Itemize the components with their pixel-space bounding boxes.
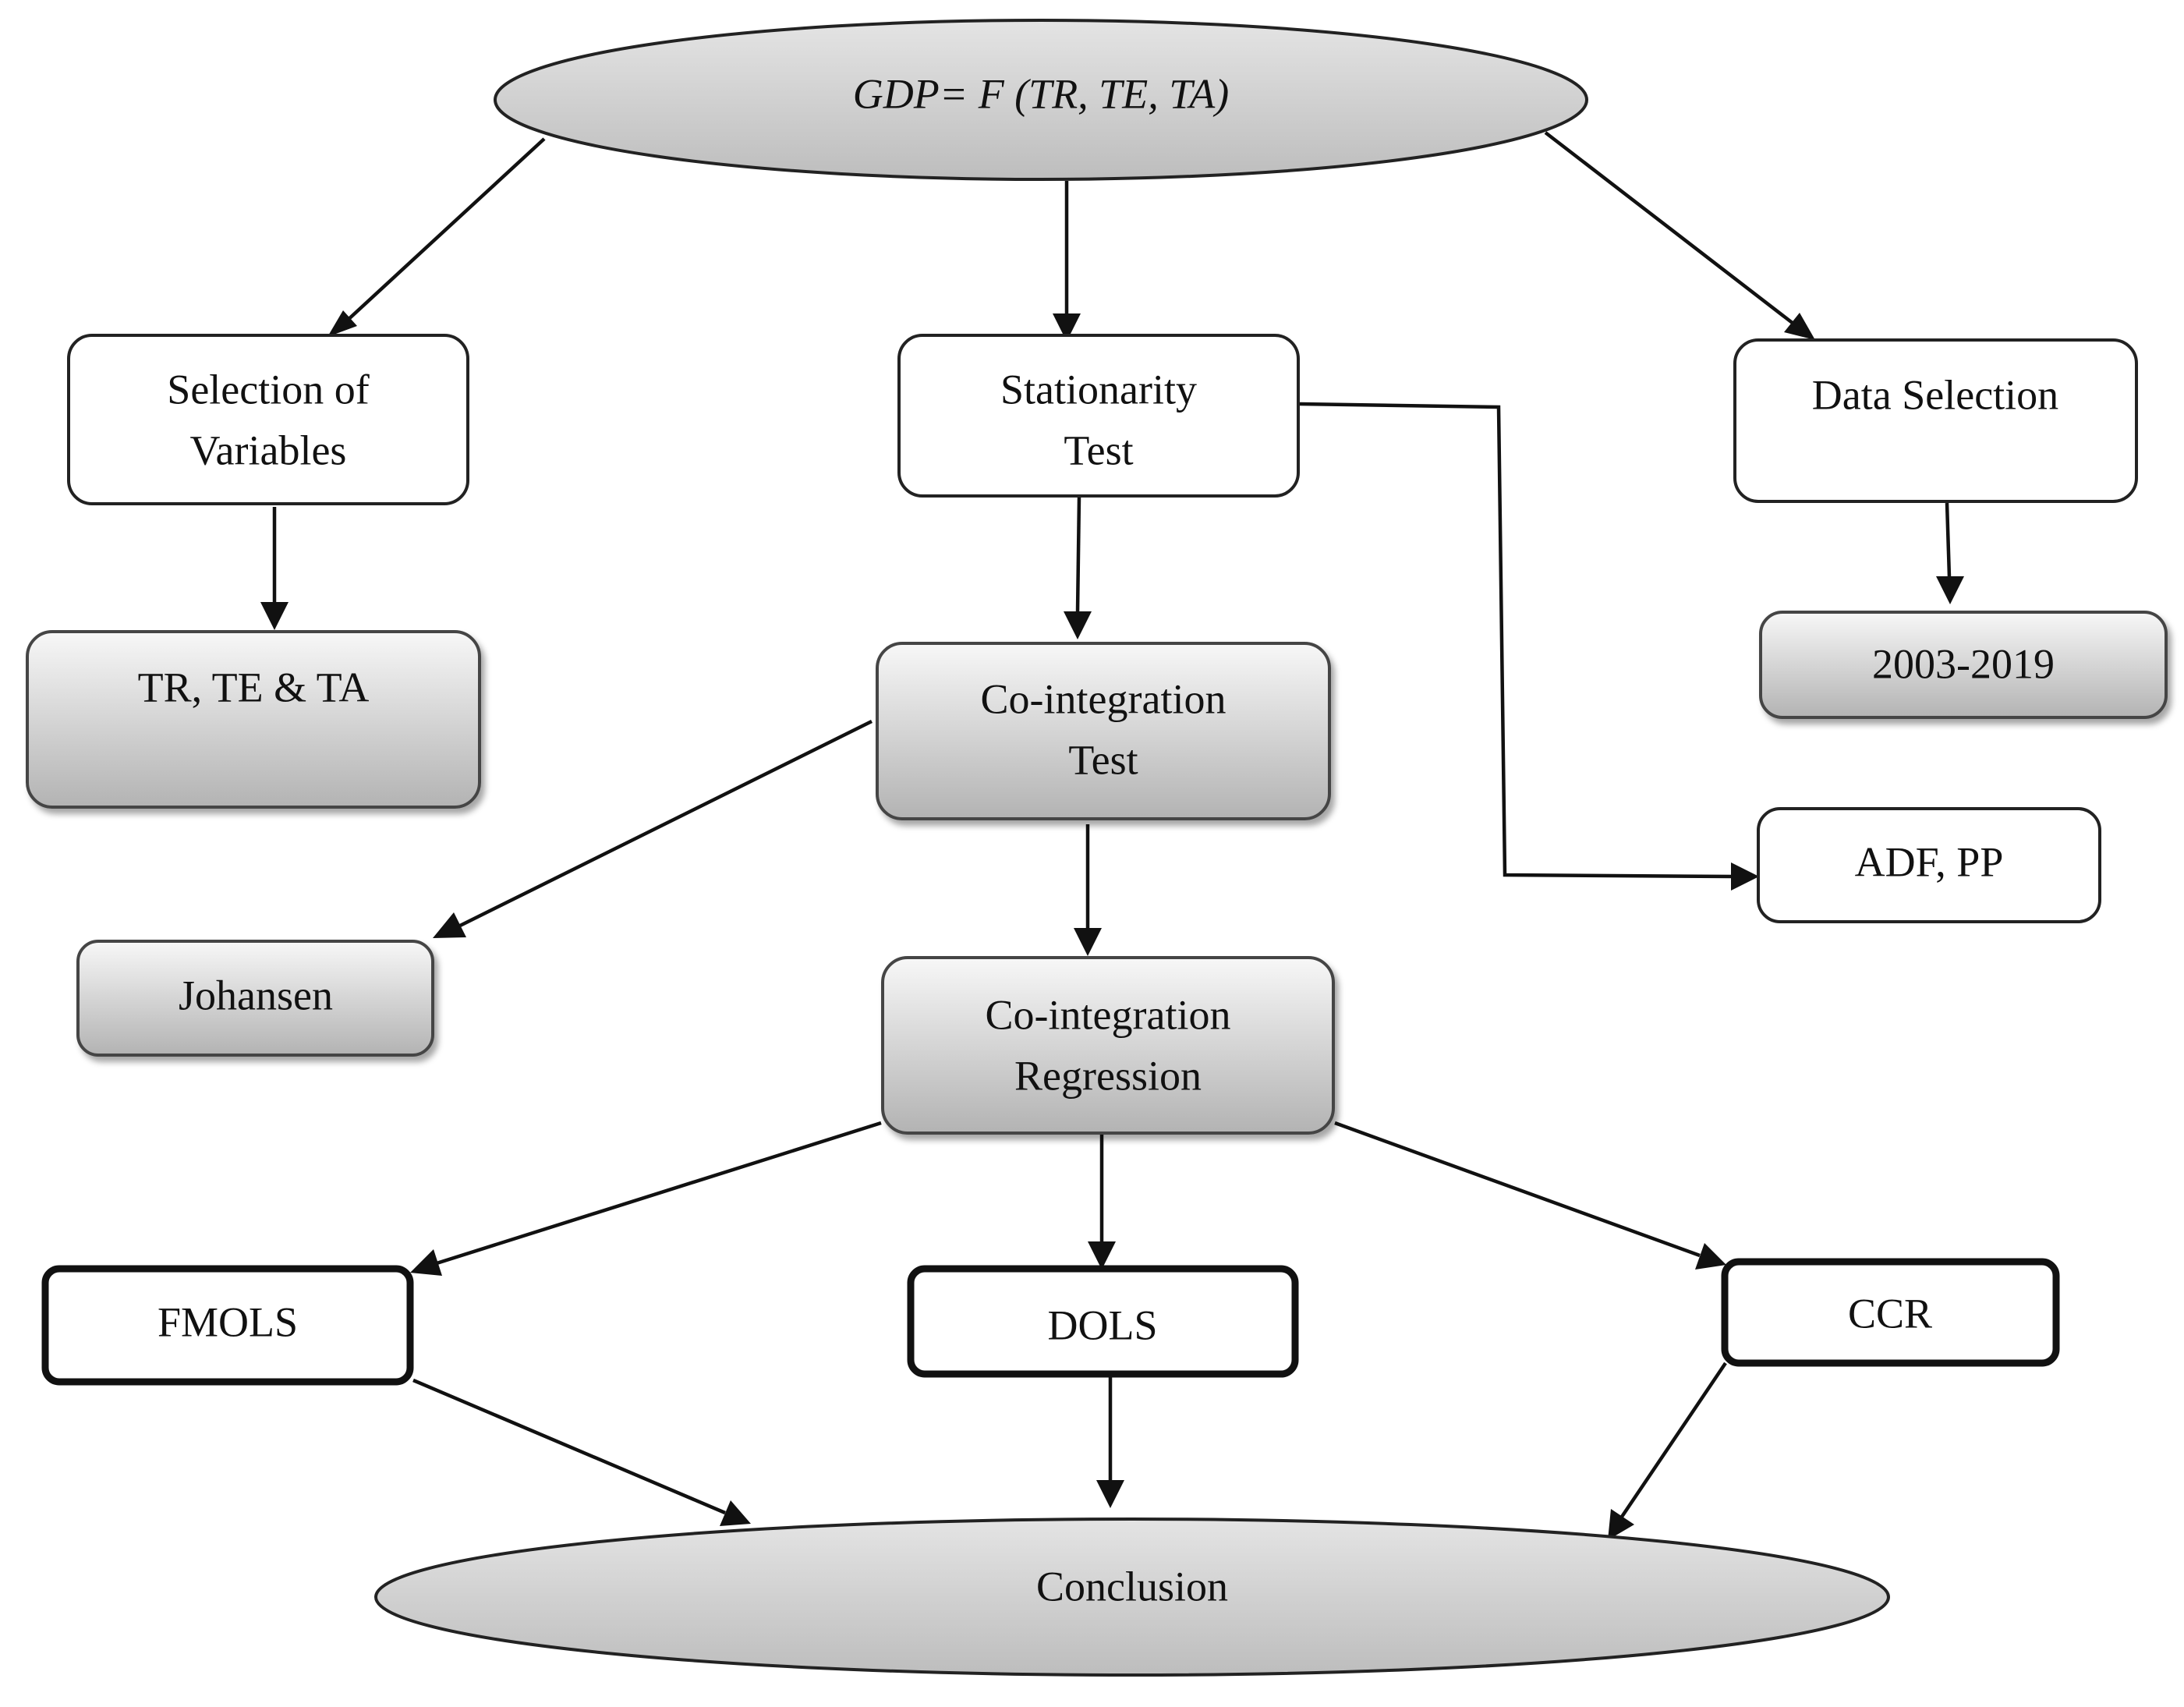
edge-coint-reg-to-fmols: [436, 1121, 882, 1266]
node-fmols: FMOLS: [41, 1265, 414, 1386]
node-stationarity-line-2: Test: [1064, 427, 1133, 473]
edge-stationarity-to-coint-test: [1075, 497, 1081, 613]
arrowhead-stationarity-to-adf: [1731, 862, 1759, 891]
arrowhead-coint-reg-to-dols: [1088, 1241, 1116, 1270]
arrowhead-coint-test-to-johansen: [433, 912, 466, 938]
node-data-line-1: Data Selection: [1812, 371, 2058, 418]
edge-data-to-years: [1945, 502, 1952, 578]
node-conclusion: Conclusion: [374, 1518, 1890, 1677]
node-ccr: CCR: [1721, 1258, 2060, 1367]
edge-coint-test-to-johansen: [458, 719, 873, 928]
arrowhead-data-to-years: [1936, 576, 1964, 604]
node-selection-line-1: Selection of: [167, 366, 369, 413]
node-stationarity-test: Stationarity Test: [897, 334, 1300, 498]
node-johansen: Johansen: [76, 940, 434, 1057]
node-selection-of-variables: Selection of Variables: [67, 334, 469, 505]
node-dols-label: DOLS: [1047, 1301, 1157, 1348]
edge-ccr-to-conclusion: [1620, 1362, 1727, 1518]
arrowhead-stationarity-to-coint-test: [1064, 611, 1092, 639]
node-cointegration-regression: Co-integration Regression: [881, 956, 1335, 1135]
edge-model-to-selection: [334, 137, 546, 333]
node-coint-test-line-1: Co-integration: [981, 675, 1227, 722]
arrowhead-model-to-data: [1784, 313, 1815, 340]
node-fmols-label: FMOLS: [158, 1298, 298, 1345]
node-adf-label: ADF, PP: [1855, 838, 2004, 885]
node-coint-test-line-2: Test: [1068, 736, 1138, 783]
arrowhead-fmols-to-conclusion: [720, 1500, 751, 1526]
edges: [260, 131, 1964, 1540]
arrowhead-selection-to-variables: [260, 602, 288, 630]
node-selection-line-2: Variables: [190, 427, 347, 473]
edge-coint-reg-to-ccr: [1334, 1121, 1701, 1258]
node-variables-label: TR, TE & TA: [138, 664, 370, 710]
node-years-label: 2003-2019: [1872, 640, 2055, 687]
arrowhead-model-to-stationarity: [1053, 313, 1081, 342]
node-conclusion-label: Conclusion: [1036, 1563, 1228, 1610]
arrowhead-coint-reg-to-ccr: [1695, 1243, 1726, 1270]
node-cointegration-test: Co-integration Test: [876, 642, 1331, 820]
arrowhead-ccr-to-conclusion: [1608, 1509, 1634, 1540]
node-model: GDP= F (TR, TE, TA): [494, 19, 1588, 181]
node-variables: TR, TE & TA: [26, 630, 481, 809]
node-ccr-label: CCR: [1848, 1290, 1932, 1337]
edge-fmols-to-conclusion: [412, 1378, 726, 1515]
arrowhead-model-to-selection: [327, 310, 357, 337]
edge-model-to-data: [1544, 131, 1795, 325]
arrowhead-coint-reg-to-fmols: [410, 1249, 442, 1276]
edge-stationarity-to-adf: [1299, 402, 1733, 879]
node-model-label: GDP= F (TR, TE, TA): [853, 70, 1229, 117]
node-stationarity-line-1: Stationarity: [1000, 366, 1197, 413]
node-coint-reg-line-2: Regression: [1014, 1052, 1202, 1099]
arrowhead-coint-test-to-coint-reg: [1074, 928, 1102, 956]
node-adf-pp: ADF, PP: [1757, 807, 2101, 923]
node-dols: DOLS: [907, 1265, 1299, 1378]
node-coint-reg-line-1: Co-integration: [986, 991, 1231, 1038]
node-years: 2003-2019: [1759, 611, 2168, 719]
arrowhead-dols-to-conclusion: [1096, 1480, 1124, 1508]
node-johansen-label: Johansen: [179, 972, 333, 1018]
node-data-selection: Data Selection: [1733, 338, 2138, 503]
